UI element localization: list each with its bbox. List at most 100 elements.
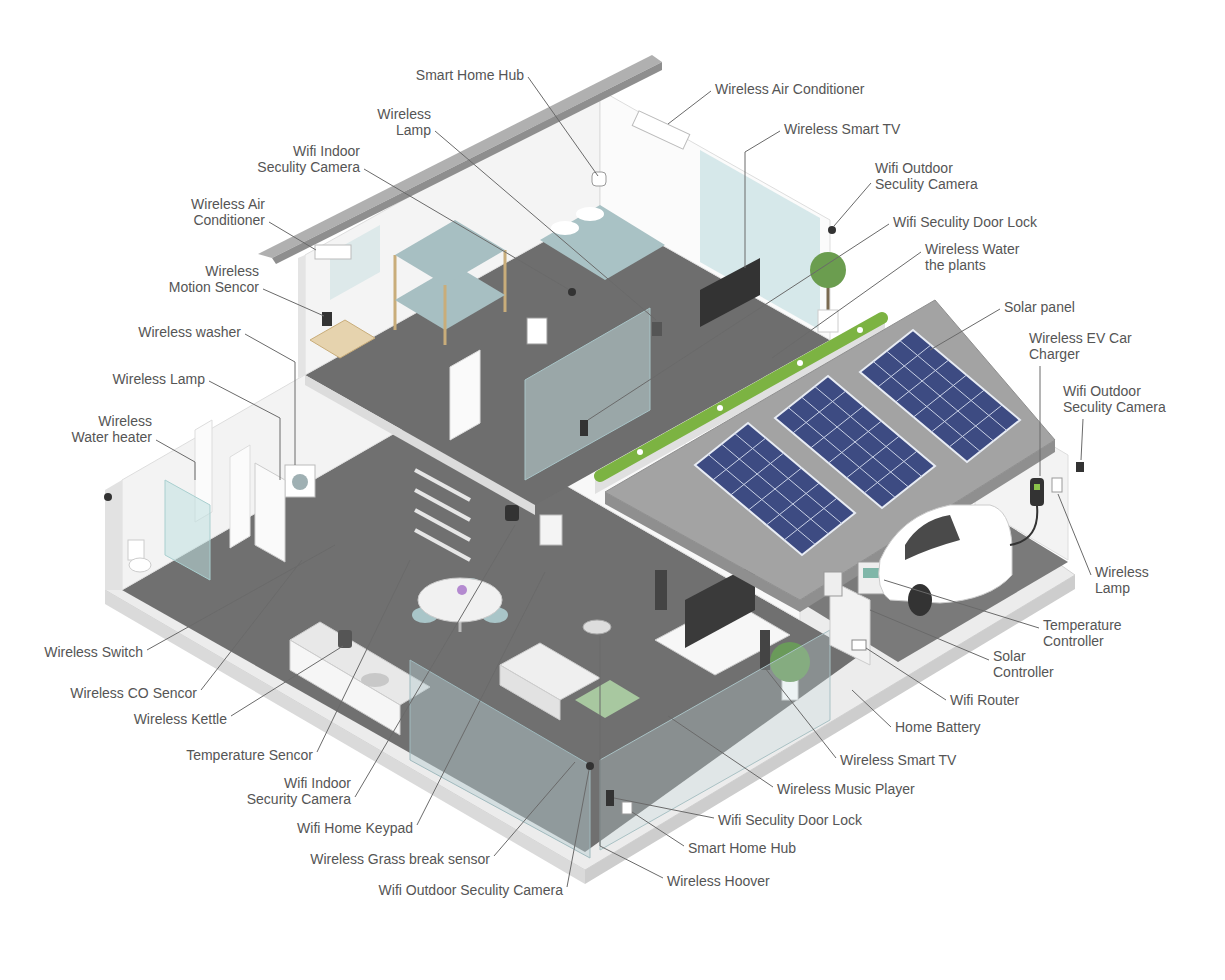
upper-floor-part xyxy=(394,255,397,330)
ground-floor-part xyxy=(165,480,210,580)
leader-lines-part xyxy=(745,131,780,268)
callout-label: Temperature Controller xyxy=(1043,617,1131,649)
leader-lines-part xyxy=(1040,366,1041,476)
leader-lines-part xyxy=(632,812,684,846)
leader-lines-part xyxy=(614,798,714,818)
callout-label: Wifi Home Keypad xyxy=(297,820,413,836)
solar-roof xyxy=(605,300,1055,612)
ground-floor-part xyxy=(760,630,770,670)
callout-label: Wireless Smart TV xyxy=(840,752,956,768)
upper-floor-part xyxy=(637,449,643,455)
callout-label: Wifi Outdoor Seculity Camera xyxy=(1063,383,1171,415)
callout-label: Wireless Lamp xyxy=(371,106,431,138)
garage-equipment xyxy=(824,478,1044,665)
leader-lines-part xyxy=(355,525,515,797)
ground-floor-part xyxy=(540,515,562,545)
upper-floor-part xyxy=(450,350,480,440)
garage-equipment-part xyxy=(1030,478,1044,506)
callout-label: Wifi Router xyxy=(950,692,1019,708)
upper-floor-part xyxy=(827,285,830,312)
ground-floor-part xyxy=(129,558,151,572)
callout-label: Wifi Seculity Door Lock xyxy=(718,812,862,828)
ground-floor-part xyxy=(290,640,400,735)
garage-equipment-part xyxy=(1034,484,1040,490)
ground-floor-part xyxy=(586,762,594,770)
ground-floor-part xyxy=(292,474,308,490)
ground-floor-part xyxy=(575,680,640,718)
leader-lines-part xyxy=(834,183,871,226)
leader-lines-part xyxy=(231,646,343,716)
callout-label: Wifi Seculity Door Lock xyxy=(893,214,1037,230)
leader-lines-part xyxy=(600,636,663,878)
callout-label: Wireless Water the plants xyxy=(925,241,1033,273)
callout-label: Wireless Air Conditioner xyxy=(715,81,864,97)
leader-lines-part xyxy=(317,560,410,752)
callout-label: Wireless Smart TV xyxy=(784,121,900,137)
garage-equipment-part xyxy=(824,572,842,596)
callout-label: Home Battery xyxy=(895,719,981,735)
ground-floor-part xyxy=(500,665,560,720)
leader-lines-part xyxy=(245,334,295,465)
callout-label: Wifi Outdoor Seculity Camera xyxy=(875,160,983,192)
ground-floor-part xyxy=(361,673,389,687)
garage-equipment-part xyxy=(863,568,879,578)
callout-label: Wifi Indoor Seculity Camera xyxy=(252,143,360,175)
upper-floor-part xyxy=(315,245,351,259)
leader-lines-part xyxy=(528,77,598,176)
upper-floor-part xyxy=(580,420,588,436)
upper-floor-part xyxy=(700,258,760,327)
leader-lines-part xyxy=(866,648,946,700)
upper-floor-part xyxy=(652,322,662,336)
leader-lines-part xyxy=(567,770,589,887)
ground-floor-part xyxy=(622,802,632,814)
garage-equipment-part xyxy=(852,640,866,650)
upper-floor-part xyxy=(828,226,836,234)
leader-lines-part xyxy=(435,131,656,320)
upper-floor-part xyxy=(568,288,576,296)
leader-lines-part xyxy=(417,572,545,825)
upper-floor-part xyxy=(527,318,547,344)
leader-lines-part xyxy=(772,252,921,358)
leader-lines-part xyxy=(668,716,773,787)
callout-label: Wireless Lamp xyxy=(1095,564,1155,596)
leader-lines-part xyxy=(147,545,335,650)
upper-floor-part xyxy=(717,405,723,411)
leader-lines-part xyxy=(1081,419,1083,460)
upper-floor-part xyxy=(810,252,846,288)
callout-label: Wireless washer xyxy=(138,324,241,340)
ground-floor-part xyxy=(410,660,590,858)
upper-floor-part xyxy=(700,150,820,330)
callout-label: Wireless Hoover xyxy=(667,873,770,889)
upper-floor-part xyxy=(797,360,803,366)
leader-lines-part xyxy=(201,560,302,690)
upper-floor-part xyxy=(305,375,535,515)
leader-lines-part xyxy=(1058,494,1091,575)
solar-roof-part xyxy=(860,330,1020,462)
leader-lines-part xyxy=(930,309,1000,350)
callout-label: Wireless Water heater xyxy=(66,413,152,445)
ground-floor-part xyxy=(285,465,315,497)
leader-lines-part xyxy=(209,381,280,480)
ground-floor-part xyxy=(104,493,112,501)
upper-floor-part xyxy=(504,250,507,312)
ground-floor-part xyxy=(415,530,470,560)
garage-equipment-part xyxy=(1010,506,1037,545)
leader-lines-part xyxy=(852,690,891,727)
callout-label: Wireless CO Sencor xyxy=(70,685,197,701)
ground-floor-part xyxy=(606,790,614,806)
ground-floor-part xyxy=(128,540,144,560)
callout-label: Temperature Sencor xyxy=(186,747,313,763)
leader-lines-part xyxy=(870,610,989,660)
callout-label: Wireless Switch xyxy=(44,644,143,660)
upper-floor-part xyxy=(298,255,305,378)
ground-floor-part xyxy=(457,585,467,595)
callout-label: Wireless Music Player xyxy=(777,781,915,797)
callout-label: Solar panel xyxy=(1004,299,1075,315)
upper-floor-part xyxy=(305,90,600,375)
leader-lines-part xyxy=(588,224,889,420)
upper-floor-part xyxy=(330,225,380,300)
callout-label: Wireless Grass break sensor xyxy=(310,851,490,867)
